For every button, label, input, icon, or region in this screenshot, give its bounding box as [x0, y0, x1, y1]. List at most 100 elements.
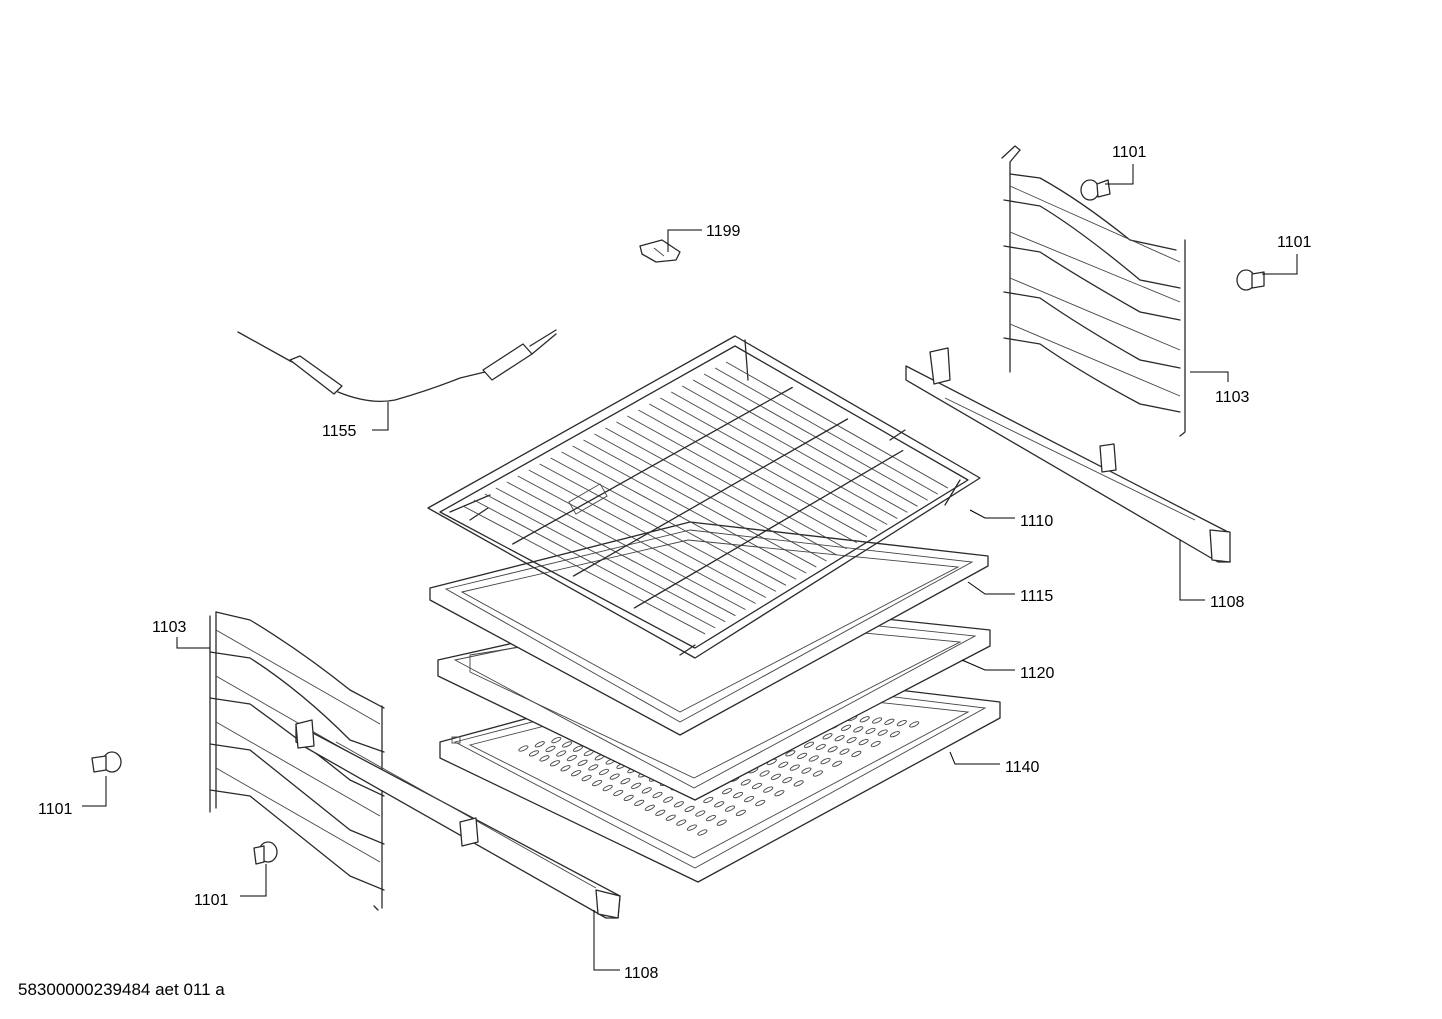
callout-label: 1155	[322, 423, 357, 440]
perforation-slot	[551, 736, 562, 744]
rack-wire-grid	[462, 361, 949, 635]
perforation-slot	[763, 786, 774, 793]
perforation-slot	[846, 736, 857, 744]
perforation-slot	[722, 788, 733, 795]
perforation-slot	[644, 804, 655, 811]
rack-cross-wire	[512, 386, 793, 545]
perforation-slot	[755, 799, 766, 807]
callout-label: 1108	[1210, 594, 1245, 611]
rack-cross-wire	[633, 449, 904, 609]
callout-label: 1101	[1277, 234, 1312, 251]
rack-pin-top-1	[1080, 164, 1134, 201]
perforation-slot	[566, 754, 577, 762]
perforation-slot	[877, 729, 888, 736]
perforation-slot	[851, 750, 862, 758]
perforation-slot	[896, 719, 907, 727]
perforation-slot	[724, 805, 736, 812]
perforation-slot	[853, 726, 864, 733]
perforation-slot	[539, 755, 550, 762]
telescopic-rail-left	[295, 719, 621, 971]
perforation-slot	[655, 809, 666, 816]
perforation-slot	[673, 801, 684, 808]
perforation-slot	[751, 782, 763, 790]
perforation-slot	[556, 750, 567, 757]
callout-label: 1101	[1112, 144, 1147, 161]
perforation-slot	[620, 778, 631, 785]
perforation-slot	[789, 764, 800, 771]
perforation-slot	[609, 773, 620, 780]
callout-label: 1108	[624, 965, 659, 982]
perforation-slot	[676, 819, 687, 826]
perforation-slot	[858, 738, 869, 746]
callout-label: 1103	[152, 619, 187, 636]
perforation-slot	[560, 765, 571, 772]
perforation-slot	[652, 791, 663, 799]
clip	[639, 229, 702, 263]
perforation-slot	[801, 767, 812, 774]
rack-cross-wire	[572, 418, 849, 577]
perforation-slot	[602, 784, 613, 792]
callout-label: 1199	[706, 223, 741, 240]
perforation-slot	[839, 748, 850, 755]
perforation-slot	[785, 750, 796, 757]
perforation-slot	[663, 796, 674, 803]
perforation-slot	[859, 716, 870, 723]
telescopic-rail-right	[905, 347, 1231, 601]
callout-label: 1101	[194, 892, 229, 909]
perforation-slot	[572, 745, 584, 752]
drawing-reference-code: 58300000239484 aet 011 a	[18, 980, 225, 999]
perforation-slot	[820, 757, 831, 765]
perforation-slot	[865, 727, 876, 735]
perforation-slot	[714, 801, 725, 808]
side-rack-right	[1001, 145, 1229, 437]
perforation-slot	[641, 787, 652, 794]
perforation-slot	[870, 740, 881, 748]
perforation-slot	[592, 779, 603, 787]
wire-rack	[427, 335, 981, 659]
perforation-slot	[545, 745, 556, 753]
perforation-slot	[832, 760, 843, 767]
perforation-slot	[705, 814, 717, 822]
perforation-slot	[774, 790, 785, 797]
perforation-slot	[797, 752, 808, 760]
perforation-slot	[812, 770, 823, 777]
perforation-slot	[534, 741, 545, 748]
perforation-slot	[665, 814, 676, 821]
perforation-slot	[834, 735, 845, 742]
perforation-slot	[803, 741, 815, 748]
perforation-slot	[759, 770, 770, 777]
perforation-slot	[588, 764, 599, 771]
meat-probe	[237, 329, 557, 431]
callout-label: 1110	[1020, 513, 1053, 530]
perforation-slot	[562, 741, 573, 748]
perforation-slot	[770, 773, 781, 780]
perforation-slot	[623, 794, 634, 802]
perforation-slot	[697, 829, 708, 836]
perforation-slot	[909, 721, 920, 728]
perforation-slot	[613, 789, 624, 797]
perforation-slot	[577, 759, 588, 766]
perforation-slot	[735, 809, 746, 817]
perforation-slot	[634, 799, 645, 807]
perforation-slot	[695, 810, 706, 817]
perforation-slot	[782, 776, 793, 784]
perforation-slot	[778, 761, 789, 768]
perforation-slot	[733, 791, 744, 799]
perforation-slot	[884, 718, 895, 725]
perforation-slot	[598, 768, 610, 776]
perforation-slot	[822, 733, 833, 740]
perforation-slot	[841, 724, 852, 731]
perforation-slot	[571, 770, 582, 777]
perforation-slot	[716, 819, 727, 826]
perforation-slot	[631, 782, 642, 789]
perforation-slot	[684, 805, 695, 813]
perforation-slot	[581, 774, 592, 782]
rack-pin-top-2	[1236, 254, 1298, 291]
perforation-slot	[827, 746, 838, 753]
rack-pin-left-1	[82, 751, 122, 807]
perforation-slot	[740, 779, 751, 786]
callout-label: 1120	[1020, 665, 1055, 682]
rack-pin-left-2	[240, 841, 278, 897]
perforation-slot	[686, 824, 697, 831]
